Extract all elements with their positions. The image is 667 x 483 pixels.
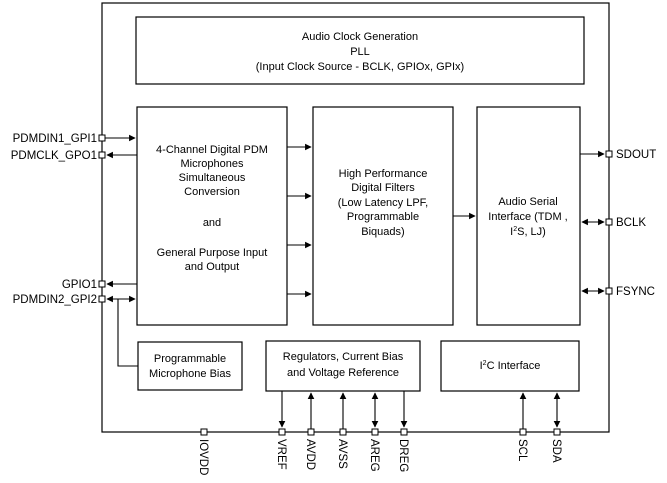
pdm-line-5: and bbox=[203, 217, 221, 229]
pin-label-areg: AREG bbox=[368, 439, 380, 472]
pdm-line-3: Simultaneous bbox=[179, 172, 246, 184]
pin-pad-pdmdin1 bbox=[98, 134, 106, 142]
filters-line-3: (Low Latency LPF, bbox=[338, 197, 429, 209]
pin-pad-dreg bbox=[400, 428, 408, 436]
bias-line-1: Programmable bbox=[154, 353, 226, 365]
pin-pad-gpio1 bbox=[98, 280, 106, 288]
left-pins: PDMDIN1_GPI1 PDMCLK_GPO1 GPIO1 PDMDIN2_G… bbox=[11, 133, 138, 367]
pin-label-pdmclk: PDMCLK_GPO1 bbox=[11, 150, 97, 162]
i2c-label: I2C Interface bbox=[480, 360, 541, 372]
pin-label-gpio1: GPIO1 bbox=[62, 279, 97, 291]
pin-label-pdmdin2: PDMDIN2_GPI2 bbox=[13, 294, 97, 306]
bottom-pins: IOVDD VREF AVDD AVSS AREG DREG SCL SDA bbox=[197, 391, 562, 475]
pdm-line-2: Microphones bbox=[181, 158, 244, 170]
right-pins: SDOUT BCLK FSYNC bbox=[580, 149, 656, 298]
pin-label-sda: SDA bbox=[550, 439, 562, 463]
pin-label-dreg: DREG bbox=[397, 439, 409, 472]
pin-pad-vref bbox=[278, 428, 286, 436]
pin-label-vref: VREF bbox=[275, 439, 287, 470]
pin-label-avdd: AVDD bbox=[304, 439, 316, 470]
pdm-microphones-block: 4-Channel Digital PDM Microphones Simult… bbox=[136, 106, 288, 326]
internal-connections bbox=[287, 143, 476, 298]
pin-pad-areg bbox=[371, 428, 379, 436]
pin-label-fsync: FSYNC bbox=[616, 286, 655, 298]
pdm-line-7: and Output bbox=[185, 261, 239, 273]
pin-pad-avdd bbox=[307, 428, 315, 436]
pin-pad-fsync bbox=[605, 287, 613, 295]
filters-line-2: Digital Filters bbox=[351, 182, 415, 194]
pdm-line-6: General Purpose Input bbox=[157, 247, 268, 259]
asi-line-1: Audio Serial bbox=[498, 196, 557, 208]
pdm-line-4: Conversion bbox=[184, 186, 240, 198]
filters-line-5: Biquads) bbox=[361, 226, 404, 238]
pin-label-bclk: BCLK bbox=[616, 217, 646, 229]
filters-line-1: High Performance bbox=[339, 168, 428, 180]
asi-line-2: Interface (TDM , bbox=[488, 211, 567, 223]
pin-pad-pdmclk bbox=[98, 151, 106, 159]
pin-pad-scl bbox=[519, 428, 527, 436]
pin-label-sdout: SDOUT bbox=[616, 149, 656, 161]
clock-line-2: PLL bbox=[350, 46, 370, 58]
pin-pad-iovdd bbox=[200, 428, 208, 436]
pdm-line-1: 4-Channel Digital PDM bbox=[156, 144, 268, 156]
microphone-bias-block: Programmable Microphone Bias bbox=[137, 341, 243, 391]
regulators-line-2: and Voltage Reference bbox=[287, 367, 399, 379]
pin-pad-bclk bbox=[605, 218, 613, 226]
pin-pad-pdmdin2 bbox=[98, 295, 106, 303]
clock-line-3: (Input Clock Source - BCLK, GPIOx, GPIx) bbox=[256, 61, 464, 73]
pin-pad-sda bbox=[553, 428, 561, 436]
audio-serial-interface-block: Audio Serial Interface (TDM , I2S, LJ) bbox=[476, 106, 581, 326]
audio-clock-generation-block: Audio Clock Generation PLL (Input Clock … bbox=[135, 16, 585, 85]
pin-pad-avss bbox=[339, 428, 347, 436]
bias-connection bbox=[117, 299, 138, 367]
asi-line-3: I2S, LJ) bbox=[510, 226, 546, 238]
i2c-interface-block: I2C Interface bbox=[440, 340, 580, 392]
regulators-line-1: Regulators, Current Bias bbox=[283, 351, 404, 363]
filters-line-4: Programmable bbox=[347, 211, 419, 223]
digital-filters-block: High Performance Digital Filters (Low La… bbox=[312, 106, 454, 326]
pin-label-pdmdin1: PDMDIN1_GPI1 bbox=[13, 133, 97, 145]
bias-line-2: Microphone Bias bbox=[149, 368, 231, 380]
pin-label-iovdd: IOVDD bbox=[197, 439, 209, 475]
pin-pad-sdout bbox=[605, 150, 613, 158]
clock-line-1: Audio Clock Generation bbox=[302, 31, 418, 43]
regulators-block: Regulators, Current Bias and Voltage Ref… bbox=[265, 340, 421, 392]
pin-label-scl: SCL bbox=[516, 439, 528, 462]
pin-label-avss: AVSS bbox=[336, 439, 348, 469]
